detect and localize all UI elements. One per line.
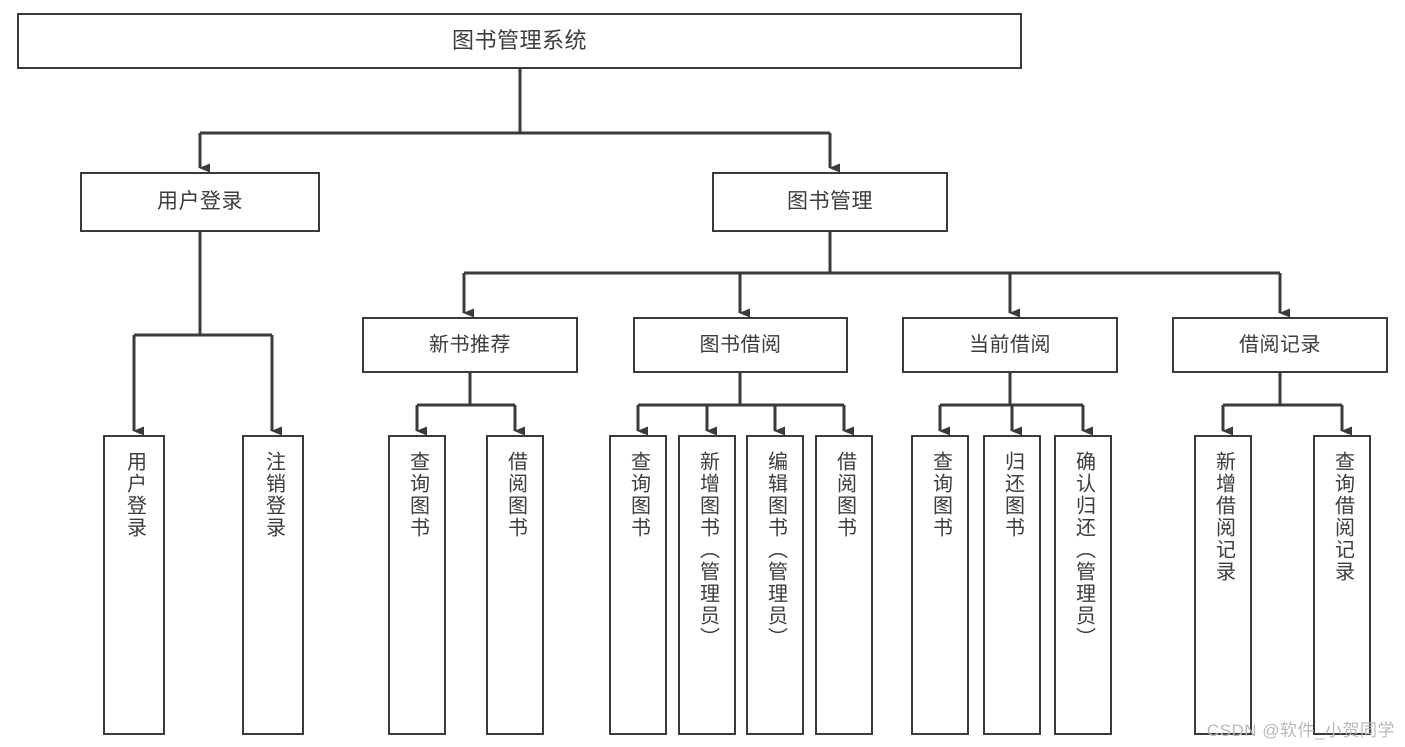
node-borrow-record[interactable]: 借阅记录 — [1172, 317, 1388, 373]
node-new-book-recommend[interactable]: 新书推荐 — [362, 317, 578, 373]
node-leaf-query-borrow-record[interactable]: 查询借阅记录 — [1313, 435, 1371, 735]
node-book-manage-label: 图书管理 — [787, 189, 873, 213]
node-leaf-borrow-book-borrow[interactable]: 借阅图书 — [815, 435, 873, 735]
node-leaf-query-book-current[interactable]: 查询图书 — [911, 435, 969, 735]
node-leaf-label: 查询图书 — [406, 451, 429, 539]
node-leaf-label: 新增借阅记录 — [1212, 451, 1235, 583]
node-leaf-label: 借阅图书 — [833, 451, 856, 539]
node-leaf-borrow-book-new[interactable]: 借阅图书 — [486, 435, 544, 735]
node-book-borrow-label: 图书借阅 — [699, 333, 782, 356]
node-new-book-recommend-label: 新书推荐 — [429, 333, 511, 356]
node-leaf-query-book-new[interactable]: 查询图书 — [388, 435, 446, 735]
node-leaf-return-book[interactable]: 归还图书 — [983, 435, 1041, 735]
node-leaf-label: 编辑图书（管理员） — [764, 451, 787, 649]
node-leaf-label: 用户登录 — [123, 451, 146, 539]
node-leaf-label: 查询图书 — [627, 451, 650, 539]
node-leaf-add-borrow-record[interactable]: 新增借阅记录 — [1194, 435, 1252, 735]
node-user-login[interactable]: 用户登录 — [80, 172, 320, 232]
node-root-system[interactable]: 图书管理系统 — [17, 13, 1022, 69]
node-user-login-label: 用户登录 — [157, 189, 243, 213]
node-current-borrow-label: 当前借阅 — [969, 333, 1051, 356]
node-leaf-label: 新增图书（管理员） — [696, 451, 719, 649]
node-current-borrow[interactable]: 当前借阅 — [902, 317, 1118, 373]
node-leaf-confirm-return-admin[interactable]: 确认归还（管理员） — [1054, 435, 1112, 735]
node-leaf-label: 注销登录 — [262, 451, 285, 539]
node-book-borrow[interactable]: 图书借阅 — [633, 317, 848, 373]
csdn-watermark: CSDN @软件_小贺同学 — [1206, 721, 1395, 740]
node-leaf-user-logout[interactable]: 注销登录 — [242, 435, 304, 735]
node-book-manage[interactable]: 图书管理 — [712, 172, 948, 232]
node-leaf-add-book-admin[interactable]: 新增图书（管理员） — [678, 435, 736, 735]
node-leaf-label: 确认归还（管理员） — [1072, 451, 1095, 649]
node-leaf-edit-book-admin[interactable]: 编辑图书（管理员） — [746, 435, 804, 735]
node-leaf-label: 查询借阅记录 — [1331, 451, 1354, 583]
node-leaf-label: 查询图书 — [929, 451, 952, 539]
node-borrow-record-label: 借阅记录 — [1239, 333, 1321, 356]
node-leaf-label: 归还图书 — [1001, 451, 1024, 539]
node-leaf-user-login[interactable]: 用户登录 — [103, 435, 165, 735]
node-root-label: 图书管理系统 — [451, 28, 587, 54]
node-leaf-query-book-borrow[interactable]: 查询图书 — [609, 435, 667, 735]
node-leaf-label: 借阅图书 — [504, 451, 527, 539]
